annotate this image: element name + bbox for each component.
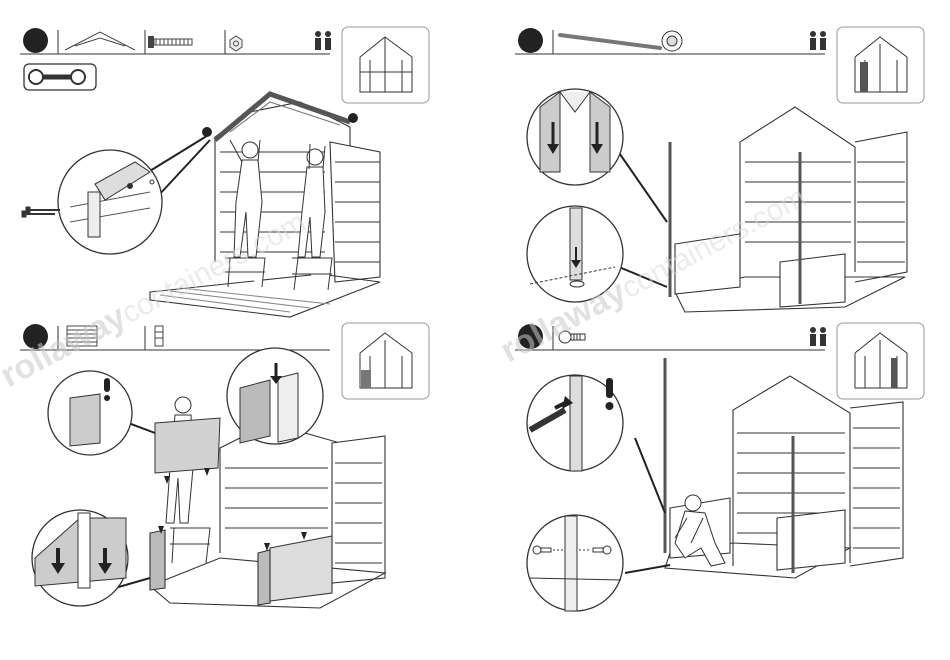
rod-bottom-insert-callout [527,206,623,302]
rod-end-cap-part-icon [662,31,682,51]
wall-panel-illustration [20,318,440,618]
roof-truss-illustration [20,22,440,322]
long-screw-part-icon [148,36,192,48]
shed-overview-thumbnail [837,323,924,399]
hex-nut-part-icon [230,36,242,51]
panel-alignment-callout-top [48,371,132,455]
workers-on-stools [225,140,332,290]
narrow-panel-part-icon [155,326,163,346]
long-rod-part-icon [560,35,660,48]
screw-fixing-illustration [515,318,935,618]
shed-frame-drawing [150,94,380,317]
two-person-icon [810,327,826,346]
bolt-insert-icons [22,207,60,217]
two-person-icon [315,31,331,50]
callout-marker-right [348,113,358,123]
corner-rod-illustration [515,22,935,322]
shed-overview-thumbnail [342,27,429,103]
panel-bottom-callout [32,510,128,606]
shed-overview-thumbnail [342,323,429,399]
shed-overview-thumbnail [837,27,924,103]
rod-top-insert-callout [527,89,623,185]
wall-panel-part-icon [67,326,97,346]
wrench-tool-icon [24,64,96,90]
step-panel-corner-rods [515,22,935,322]
roof-truss-part-icon [65,32,135,50]
step-panel-wall-panels [20,318,440,618]
panel-slot-callout [227,348,323,444]
screw-placement-callout [527,515,623,611]
short-screw-part-icon [559,331,585,343]
warning-exclamation-icon [104,378,110,392]
two-person-icon [810,31,826,50]
screwdriver-callout [527,375,623,471]
shed-frame-drawing [670,107,907,312]
step-panel-screw-fixing [515,318,935,618]
truss-bolt-detail-callout [58,150,162,254]
step-panel-roof-truss [20,22,440,322]
warning-exclamation-icon [606,378,613,398]
